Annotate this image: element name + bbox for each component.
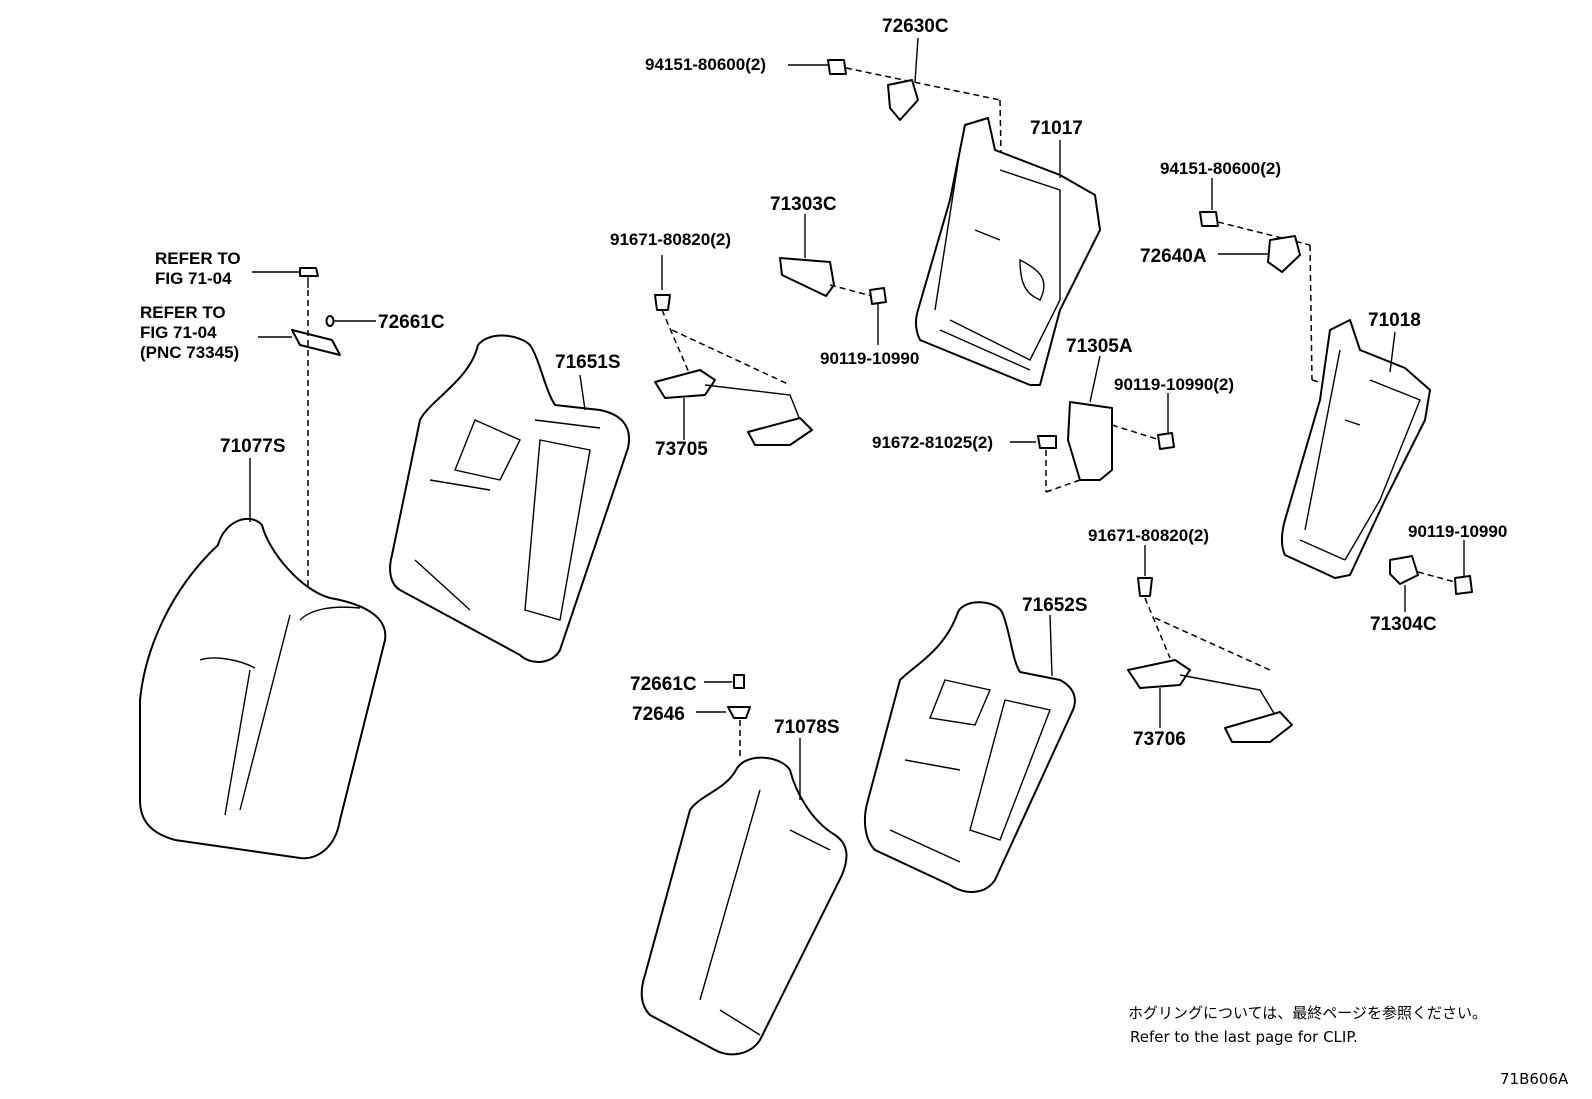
leader-71651s <box>579 374 586 411</box>
label-refer1-line2: FIG 71-04 <box>155 269 232 288</box>
label-72630c: 72630C <box>882 16 949 37</box>
label-71077s: 71077S <box>220 436 286 457</box>
label-71078s: 71078S <box>774 717 840 738</box>
label-91671-a: 91671-80820(2) <box>610 230 731 249</box>
diagram-id: 71B606A <box>1500 1070 1569 1088</box>
label-71017: 71017 <box>1030 118 1083 139</box>
leader-71652s <box>1049 614 1053 677</box>
label-90119-c: 90119-10990 <box>1408 522 1507 541</box>
label-91671-b: 91671-80820(2) <box>1088 526 1209 545</box>
label-refer2-line2: FIG 71-04 <box>140 323 217 342</box>
bracket-71303c <box>779 214 887 345</box>
label-73706: 73706 <box>1133 729 1186 750</box>
bracket-73705 <box>654 255 813 446</box>
label-71018: 71018 <box>1368 310 1421 331</box>
label-refer1-line1: REFER TO <box>155 249 241 268</box>
bracket-71304c <box>1389 540 1473 612</box>
seatback-pad-71652s <box>863 601 1076 893</box>
label-71652s: 71652S <box>1022 595 1088 616</box>
label-71305a: 71305A <box>1066 336 1133 357</box>
pin-clip-left <box>252 267 376 590</box>
seatback-frame-71017 <box>914 117 1101 386</box>
label-71651s: 71651S <box>555 352 621 373</box>
label-73705: 73705 <box>655 439 708 460</box>
label-72661c-b: 72661C <box>630 674 697 695</box>
label-72640a: 72640A <box>1140 246 1207 267</box>
label-72661c-a: 72661C <box>378 312 445 333</box>
label-refer2-line3: (PNC 73345) <box>140 343 239 362</box>
hinge-72630c <box>788 37 1003 211</box>
label-94151-right: 94151-80600(2) <box>1160 159 1281 178</box>
label-90119-b: 90119-10990(2) <box>1114 375 1234 394</box>
label-refer2-line1: REFER TO <box>140 303 226 322</box>
note-japanese: ホグリングについては、最終ページを参照ください。 <box>1128 1004 1487 1022</box>
bracket-71305a <box>1010 355 1175 493</box>
label-90119-a: 90119-10990 <box>820 349 919 368</box>
bracket-73706 <box>1127 545 1293 743</box>
seatback-cover-71077s <box>139 517 387 860</box>
label-71304c: 71304C <box>1370 614 1437 635</box>
hinge-72640a <box>1199 178 1346 391</box>
label-71303c: 71303C <box>770 194 837 215</box>
label-94151-top: 94151-80600(2) <box>645 55 766 74</box>
seatback-cover-71078s <box>640 756 848 1056</box>
note-english: Refer to the last page for CLIP. <box>1130 1028 1358 1046</box>
label-72646: 72646 <box>632 704 685 725</box>
seatback-frame-71018 <box>1281 319 1431 579</box>
pin-clip-lower <box>696 674 751 760</box>
seatback-pad-71651s <box>389 334 630 663</box>
label-91672: 91672-81025(2) <box>872 433 993 452</box>
leader-71018 <box>1389 331 1396 373</box>
